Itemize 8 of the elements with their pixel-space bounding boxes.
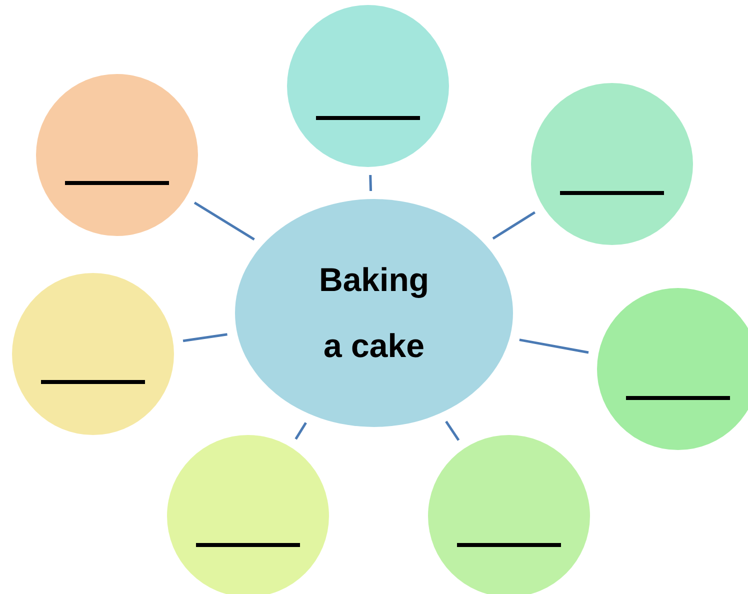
topic-title: Baking a cake — [318, 260, 430, 366]
connector-line — [369, 174, 372, 192]
connector-line — [194, 202, 255, 240]
connector-line — [182, 333, 228, 342]
connector-line — [492, 211, 536, 240]
connector-line — [445, 420, 460, 441]
connector-line — [294, 422, 307, 440]
connector-line — [519, 338, 589, 354]
